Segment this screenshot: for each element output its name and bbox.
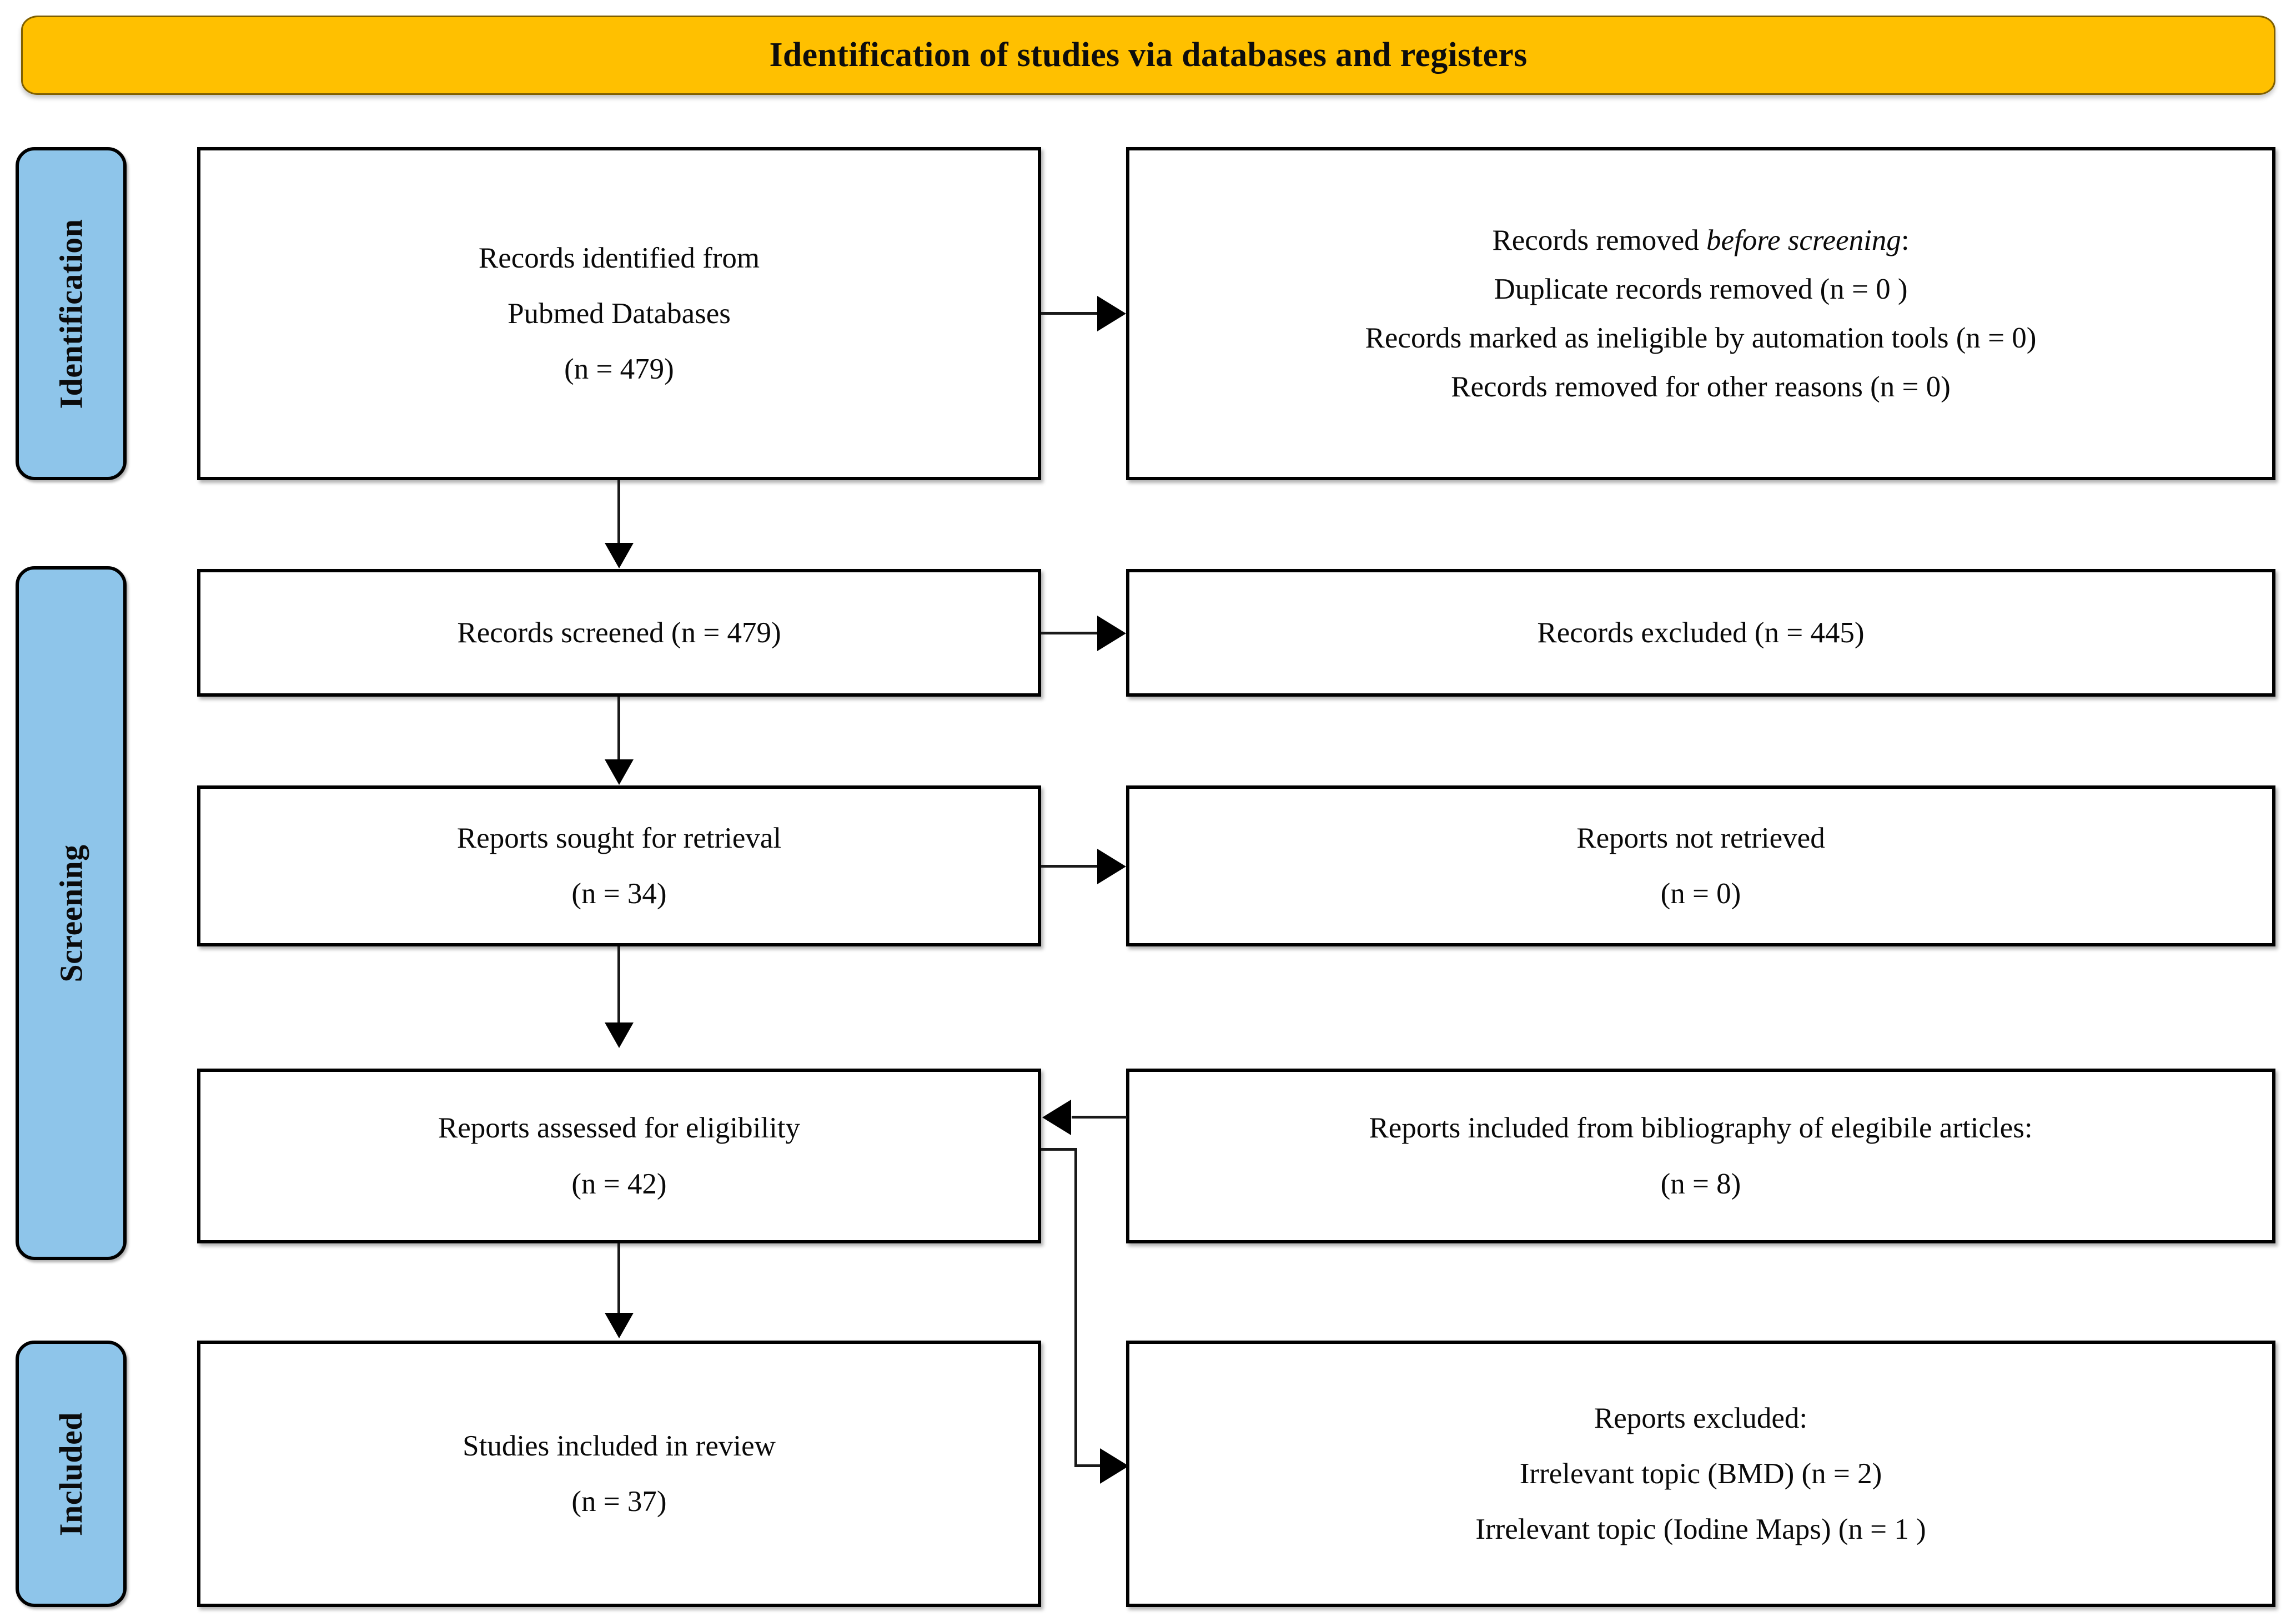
records-removed-heading: Records removed before screening: — [1492, 225, 1909, 255]
stage-tab-screening-label: Screening — [53, 844, 89, 983]
records-removed-heading-suffix: : — [1901, 224, 1910, 256]
box-studies-included-in-review: Studies included in review (n = 37) — [197, 1341, 1041, 1607]
arrowhead-assessed-to-studies — [605, 1313, 634, 1338]
connector-screened-to-excluded — [1041, 632, 1102, 634]
records-excluded-text: Records excluded (n = 445) — [1537, 616, 1865, 649]
connector-bibliography-to-assessed — [1072, 1116, 1127, 1119]
reports-not-retrieved-count: (n = 0) — [1660, 878, 1741, 910]
records-screened-text: Records screened (n = 479) — [457, 616, 781, 649]
arrowhead-sought-to-assessed — [605, 1022, 634, 1048]
connector-identified-to-removed — [1041, 312, 1102, 315]
connector-screened-to-sought — [617, 697, 620, 760]
arrowhead-assessed-to-reports-excluded — [1100, 1448, 1129, 1484]
diagram-header-banner: Identification of studies via databases … — [21, 16, 2275, 95]
reports-bibliography-count: (n = 8) — [1660, 1167, 1741, 1200]
page-title: Identification of studies via databases … — [769, 36, 1528, 74]
connector-sought-to-notretrieved — [1041, 865, 1102, 868]
stage-tab-screening: Screening — [16, 566, 127, 1260]
reports-sought-text: Reports sought for retrieval — [456, 822, 782, 854]
reports-excluded-bmd: Irrelevant topic (BMD) (n = 2) — [1519, 1457, 1882, 1490]
reports-not-retrieved-text: Reports not retrieved — [1576, 822, 1825, 854]
box-records-excluded: Records excluded (n = 445) — [1126, 569, 2275, 697]
records-identified-count: (n = 479) — [564, 353, 674, 386]
duplicate-records-removed: Duplicate records removed (n = 0 ) — [1494, 273, 1908, 305]
box-reports-not-retrieved: Reports not retrieved (n = 0) — [1126, 785, 2275, 946]
records-removed-other-reasons: Records removed for other reasons (n = 0… — [1451, 371, 1951, 404]
reports-excluded-heading: Reports excluded: — [1594, 1402, 1808, 1434]
reports-excluded-iodine: Irrelevant topic (Iodine Maps) (n = 1 ) — [1475, 1513, 1926, 1546]
records-removed-heading-italic: before screening — [1706, 224, 1901, 256]
arrowhead-identified-to-screened — [605, 543, 634, 568]
connector-assessed-elbow-vertical — [1074, 1148, 1077, 1467]
records-removed-heading-prefix: Records removed — [1492, 224, 1707, 256]
stage-tab-identification-label: Identification — [53, 218, 89, 409]
studies-included-text: Studies included in review — [463, 1429, 776, 1462]
studies-included-count: (n = 37) — [571, 1485, 667, 1518]
box-reports-assessed-for-eligibility: Reports assessed for eligibility (n = 42… — [197, 1069, 1041, 1243]
box-reports-from-bibliography: Reports included from bibliography of el… — [1126, 1069, 2275, 1243]
records-identified-line1: Records identified from — [478, 241, 760, 274]
arrowhead-screened-to-sought — [605, 759, 634, 785]
arrowhead-bibliography-to-assessed — [1042, 1100, 1071, 1135]
stage-tab-identification: Identification — [16, 147, 127, 480]
reports-assessed-text: Reports assessed for eligibility — [438, 1112, 801, 1145]
connector-identified-to-screened — [617, 480, 620, 544]
connector-sought-to-assessed — [617, 946, 620, 1024]
stage-tab-included: Included — [16, 1341, 127, 1607]
box-records-removed-before-screening: Records removed before screening: Duplic… — [1126, 147, 2275, 480]
reports-assessed-count: (n = 42) — [571, 1167, 667, 1200]
box-records-screened: Records screened (n = 479) — [197, 569, 1041, 697]
connector-assessed-to-studies — [617, 1243, 620, 1314]
connector-assessed-elbow-top — [1041, 1148, 1077, 1151]
arrowhead-sought-to-notretrieved — [1097, 849, 1126, 884]
box-reports-sought-for-retrieval: Reports sought for retrieval (n = 34) — [197, 785, 1041, 946]
arrowhead-identified-to-removed — [1097, 296, 1126, 331]
records-ineligible-automation: Records marked as ineligible by automati… — [1365, 322, 2037, 354]
arrowhead-screened-to-excluded — [1097, 616, 1126, 651]
box-records-identified: Records identified from Pubmed Databases… — [197, 147, 1041, 480]
connector-assessed-elbow-bottom — [1074, 1464, 1105, 1467]
box-reports-excluded: Reports excluded: Irrelevant topic (BMD)… — [1126, 1341, 2275, 1607]
stage-tab-included-label: Included — [53, 1412, 89, 1536]
reports-sought-count: (n = 34) — [571, 878, 667, 910]
records-identified-line2: Pubmed Databases — [508, 297, 731, 330]
reports-bibliography-text: Reports included from bibliography of el… — [1369, 1112, 2033, 1145]
